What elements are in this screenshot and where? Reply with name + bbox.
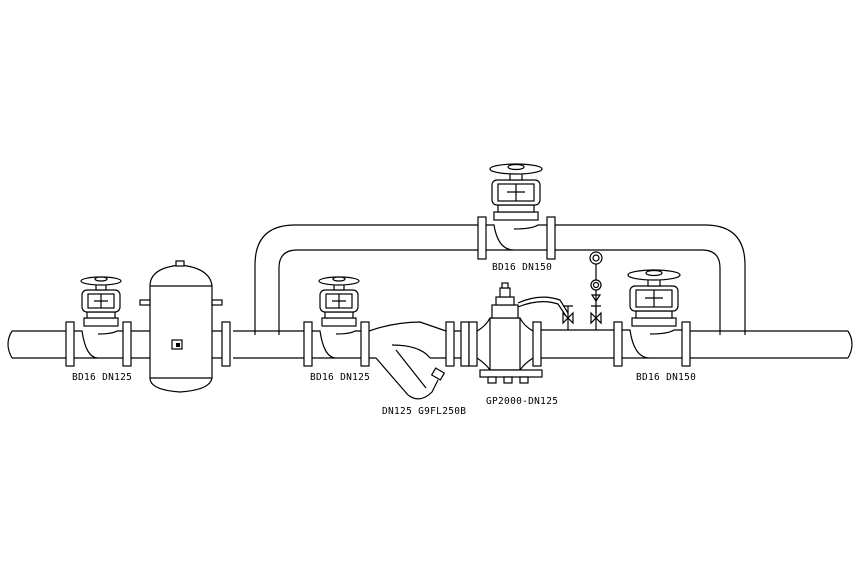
y-strainer	[368, 321, 470, 400]
label-regulator: GP2000-DN125	[486, 396, 558, 407]
globe-valve-right	[613, 269, 691, 367]
label-valve-middle: BD16 DN125	[310, 372, 370, 383]
main-pipe	[7, 329, 853, 359]
separator-tank	[139, 260, 231, 393]
globe-valve-bypass	[477, 163, 556, 260]
bypass-pipe	[254, 224, 746, 335]
pressure-gauge-assembly	[562, 251, 603, 330]
label-valve-right: BD16 DN150	[636, 372, 696, 383]
pressure-regulator	[468, 282, 569, 384]
label-valve-left: BD16 DN125	[72, 372, 132, 383]
label-valve-bypass: BD16 DN150	[492, 262, 552, 273]
globe-valve-middle	[303, 276, 370, 367]
globe-valve-left	[65, 276, 132, 367]
label-strainer: DN125 G9FL250B	[382, 406, 466, 417]
